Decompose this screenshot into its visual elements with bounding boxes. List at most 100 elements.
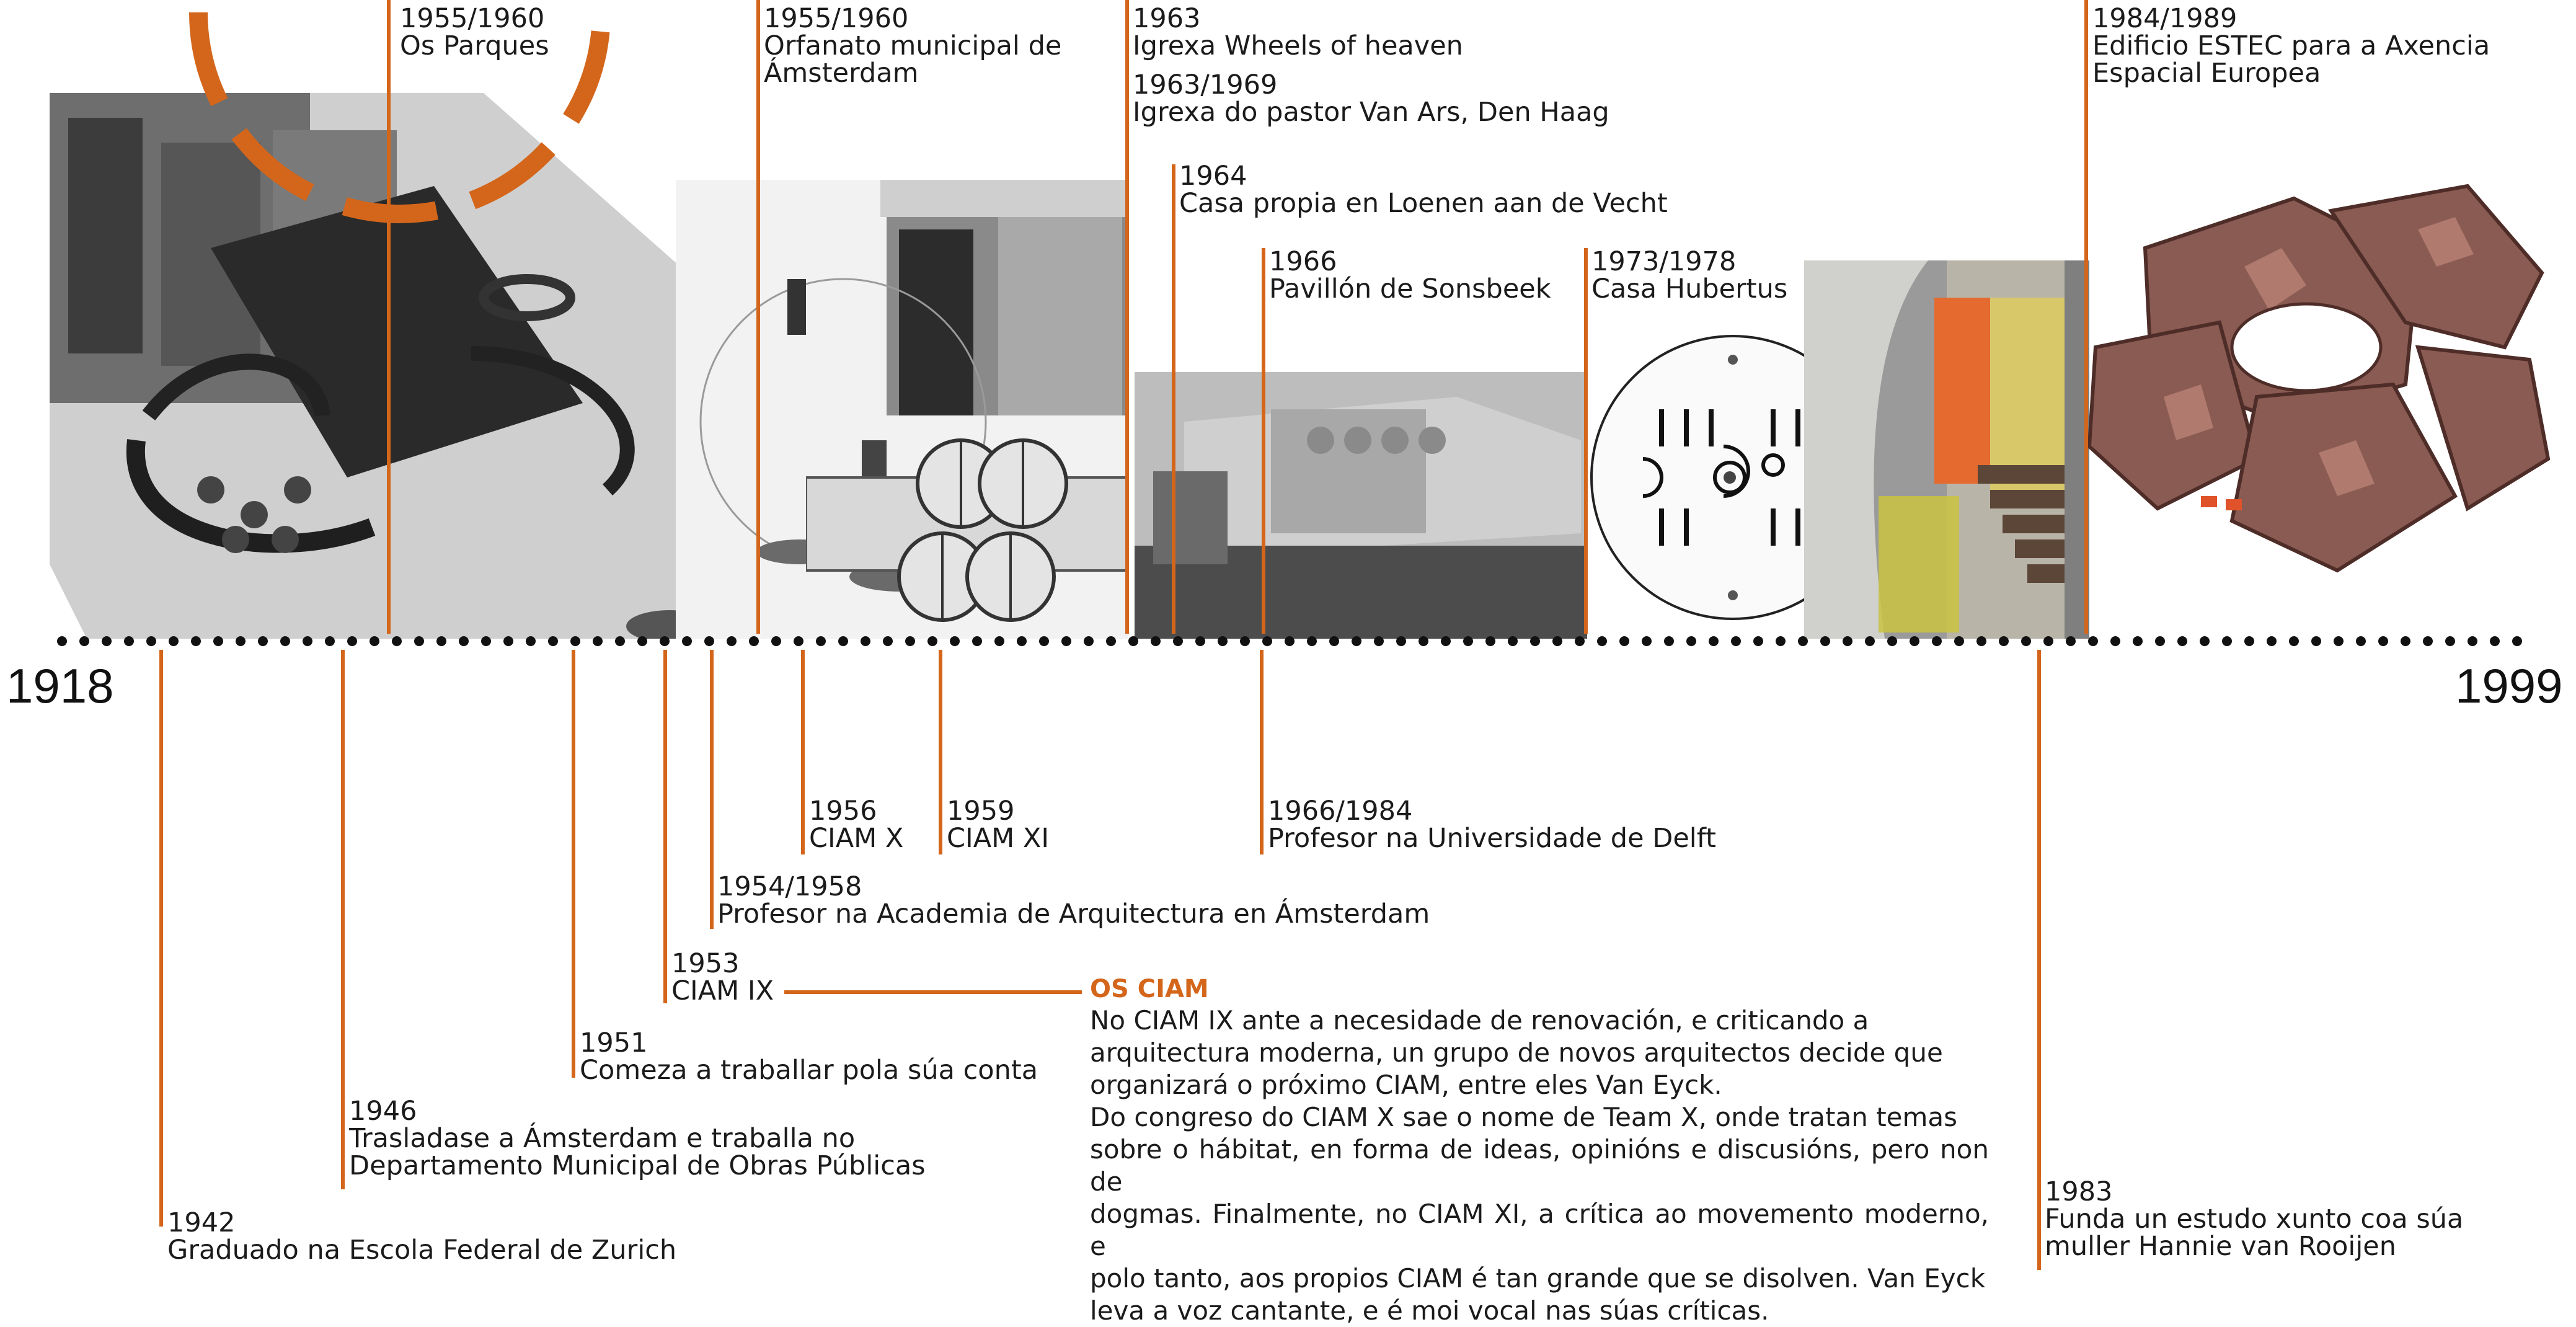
ciam-heading: OS CIAM bbox=[1090, 975, 1209, 1003]
leader-line-loenen bbox=[1172, 164, 1175, 634]
timeline-dot bbox=[1061, 636, 1071, 646]
timeline-canvas: 1918 1999 1955/1960 Os Parques 1955/1960… bbox=[6, 0, 2563, 1326]
orphanage-plan bbox=[806, 428, 1128, 632]
timeline-dot bbox=[2401, 636, 2410, 646]
work-label-hubertus: 1973/1978 Casa Hubertus bbox=[1591, 246, 1788, 304]
timeline-dot bbox=[1128, 636, 1138, 646]
timeline-dot bbox=[727, 636, 737, 646]
timeline-dot bbox=[927, 636, 937, 646]
timeline-dot bbox=[593, 636, 603, 646]
timeline-dot bbox=[146, 636, 156, 646]
timeline-dot bbox=[1240, 636, 1250, 646]
timeline-dot bbox=[1307, 636, 1317, 646]
leader-line-1966-1984 bbox=[1260, 650, 1264, 854]
event-label-1942: 1942 Graduado na Escola Federal de Zuric… bbox=[167, 1207, 677, 1266]
ciam-line: arquitectura moderna, un grupo de novos … bbox=[1090, 1037, 1943, 1068]
timeline-dot bbox=[838, 636, 848, 646]
timeline-dot bbox=[1664, 636, 1674, 646]
timeline-dot bbox=[883, 636, 893, 646]
leader-line-1942 bbox=[159, 650, 163, 1227]
ciam-line: No CIAM IX ante a necesidade de renovaci… bbox=[1090, 1005, 1869, 1036]
timeline-dot bbox=[526, 636, 536, 646]
timeline-dot bbox=[503, 636, 513, 646]
timeline-dot bbox=[459, 636, 469, 646]
timeline-dot bbox=[1552, 636, 1562, 646]
ciam-body: No CIAM IX ante a necesidade de renovaci… bbox=[1090, 1005, 1989, 1327]
timeline-dot bbox=[2200, 636, 2210, 646]
timeline-dot bbox=[682, 636, 692, 646]
timeline-dot bbox=[2222, 636, 2232, 646]
event-label-1951: 1951 Comeza a traballar pola súa conta bbox=[580, 1027, 1038, 1086]
timeline-dot bbox=[704, 636, 714, 646]
highlight-arc bbox=[189, 12, 611, 223]
event-label-1946: 1946 Trasladase a Ámsterdam e traballa n… bbox=[349, 1096, 926, 1181]
timeline-dot bbox=[1910, 636, 1919, 646]
timeline-dot bbox=[1508, 636, 1518, 646]
timeline-dot bbox=[191, 636, 201, 646]
timeline-dot bbox=[1820, 636, 1830, 646]
timeline-dot bbox=[2088, 636, 2098, 646]
timeline-dot bbox=[1485, 636, 1495, 646]
leader-line-1954 bbox=[710, 650, 714, 929]
leader-line-1983 bbox=[2037, 650, 2041, 1270]
timeline-dot bbox=[2155, 636, 2165, 646]
timeline-dot bbox=[749, 636, 759, 646]
timeline-dot bbox=[1776, 636, 1786, 646]
work-label-vanars: 1963/1969 Igrexa do pastor Van Ars, Den … bbox=[1133, 69, 1609, 128]
timeline-dot bbox=[1441, 636, 1451, 646]
timeline-dot bbox=[1798, 636, 1808, 646]
timeline-dot bbox=[2445, 636, 2455, 646]
timeline-dot bbox=[2133, 636, 2143, 646]
timeline-dot bbox=[2378, 636, 2388, 646]
timeline-dot bbox=[1218, 636, 1228, 646]
timeline-dot bbox=[950, 636, 960, 646]
timeline-dot bbox=[280, 636, 290, 646]
timeline-dot bbox=[1419, 636, 1428, 646]
timeline-dot bbox=[2043, 636, 2053, 646]
timeline-dot bbox=[2066, 636, 2076, 646]
timeline-dot bbox=[660, 636, 670, 646]
timeline-dot bbox=[771, 636, 781, 646]
timeline-dot bbox=[1262, 636, 1272, 646]
timeline-dot bbox=[637, 636, 647, 646]
timeline-dot bbox=[615, 636, 625, 646]
timeline-dot bbox=[169, 636, 179, 646]
timeline-dot bbox=[1530, 636, 1540, 646]
ciam-line: polo tanto, aos propios CIAM é tan grand… bbox=[1090, 1263, 1986, 1294]
timeline-dot bbox=[1686, 636, 1696, 646]
leader-line-1956 bbox=[801, 650, 805, 854]
timeline-dot bbox=[79, 636, 89, 646]
work-label-estec: 1984/1989 Edificio ESTEC para a Axencia … bbox=[2092, 3, 2490, 89]
timeline-dot bbox=[481, 636, 491, 646]
timeline-dot bbox=[303, 636, 312, 646]
work-label-sonsbeek: 1966 Pavillón de Sonsbeek bbox=[1269, 246, 1551, 304]
church-photo bbox=[1135, 372, 1587, 639]
timeline-dot bbox=[213, 636, 223, 646]
timeline-dot bbox=[1642, 636, 1652, 646]
timeline-dot bbox=[2021, 636, 2031, 646]
ciam-line: leva a voz cantante, e é moi vocal nas s… bbox=[1090, 1295, 1769, 1326]
playground-photo bbox=[50, 93, 694, 639]
estec-photo bbox=[2071, 161, 2561, 595]
work-label-orfanato: 1955/1960 Orfanato municipal de Ámsterda… bbox=[764, 3, 1062, 89]
timeline-dot bbox=[236, 636, 246, 646]
timeline-dot bbox=[2423, 636, 2433, 646]
timeline-dot bbox=[1753, 636, 1763, 646]
timeline-dot bbox=[1709, 636, 1719, 646]
timeline-dot bbox=[1352, 636, 1361, 646]
event-label-ciamxi: 1959 CIAM XI bbox=[947, 796, 1050, 854]
timeline-dot bbox=[1887, 636, 1897, 646]
timeline-dot bbox=[2311, 636, 2321, 646]
work-label-loenen: 1964 Casa propia en Loenen aan de Vecht bbox=[1179, 161, 1668, 219]
timeline-dot bbox=[2177, 636, 2187, 646]
ciam-line: sobre o hábitat, en forma de ideas, opin… bbox=[1090, 1134, 1989, 1197]
event-label-1983: 1983 Funda un estudo xunto coa súa mulle… bbox=[2045, 1176, 2464, 1262]
timeline-dot bbox=[325, 636, 335, 646]
end-year: 1999 bbox=[2455, 659, 2563, 713]
timeline-dot bbox=[972, 636, 982, 646]
timeline-dot bbox=[548, 636, 558, 646]
timeline-dot bbox=[1463, 636, 1473, 646]
timeline-dot bbox=[258, 636, 268, 646]
timeline-dot bbox=[1396, 636, 1406, 646]
event-label-delft: 1966/1984 Profesor na Universidade de De… bbox=[1268, 796, 1716, 854]
